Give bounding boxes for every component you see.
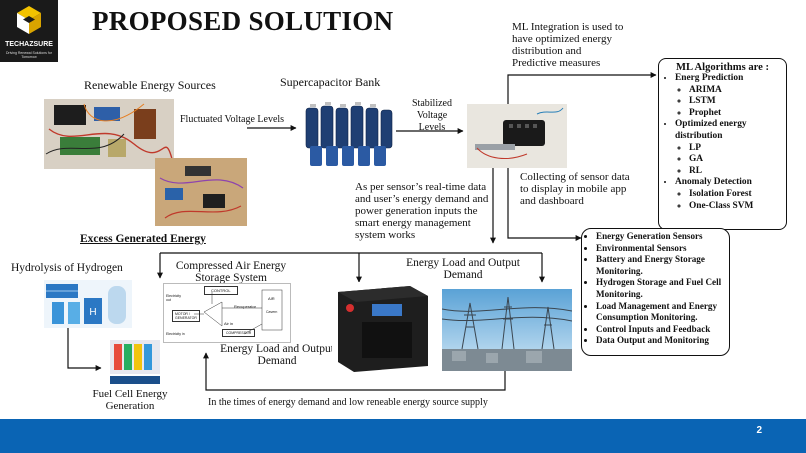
sensor-data-description: As per sensor’s real-time data and user’… xyxy=(355,181,489,241)
renewable-circuit-board-image xyxy=(44,99,174,169)
caes-label: Compressed Air Energy Storage System xyxy=(175,260,287,284)
caes-motor: MOTOR / GENERATOR xyxy=(172,310,200,322)
sensor-item: Hydrogen Storage and Fuel Cell Monitorin… xyxy=(596,277,729,300)
renewable-sources-label: Renewable Energy Sources xyxy=(84,78,216,92)
sensor-item: Battery and Energy Storage Monitoring. xyxy=(596,254,729,277)
hydrolysis-plant-image: H xyxy=(44,280,132,328)
logo-tagline: Driving Renewal Solutions for Tomorrow xyxy=(6,51,52,59)
caes-air: AIR xyxy=(268,296,275,301)
page-number: 2 xyxy=(756,425,762,436)
renewable-sensor-kit-image xyxy=(155,158,247,226)
ml-item: Prophet xyxy=(689,108,786,120)
caes-electricity-out: Electricity out xyxy=(166,294,181,302)
energy-load-label-right: Energy Load and Output Demand xyxy=(406,257,520,281)
sensor-item: Control Inputs and Feedback xyxy=(596,324,729,336)
fuel-cell-label: Fuel Cell Energy Generation xyxy=(92,388,168,412)
sensor-item: Environmental Sensors xyxy=(596,243,729,255)
caes-compressor: COMPRESSOR xyxy=(222,329,256,337)
ml-item: LP xyxy=(689,143,786,155)
logo: TECHAZSURE Driving Renewal Solutions for… xyxy=(0,0,58,62)
grid-substation-image xyxy=(442,289,572,371)
sensor-item: Energy Generation Sensors xyxy=(596,231,729,243)
sensors-box: Energy Generation Sensors Environmental … xyxy=(581,228,730,356)
footer-bar xyxy=(0,419,806,453)
collecting-sensor-data-text: Collecting of sensor data to display in … xyxy=(520,171,630,207)
caes-cavern: Cavern xyxy=(266,310,278,314)
ml-item: LSTM xyxy=(689,96,786,108)
logo-cube-icon xyxy=(17,6,41,34)
ml-group-prediction: Energ Prediction ARIMA LSTM Prophet xyxy=(675,73,786,119)
excess-energy-label: Excess Generated Energy xyxy=(80,233,206,245)
ml-algorithms-list: Energ Prediction ARIMA LSTM Prophet Opti… xyxy=(659,73,786,212)
stabilized-voltage-label: Stabilized Voltage Levels xyxy=(412,98,452,133)
ml-integration-text: ML Integration is used to have optimized… xyxy=(512,21,624,69)
ml-item: RL xyxy=(689,166,786,178)
bottom-note: In the times of energy demand and low re… xyxy=(208,397,488,408)
caes-electricity-in: Electricity in xyxy=(166,332,185,336)
caes-connectors xyxy=(194,289,283,335)
supercapacitor-bank-label: Supercapacitor Bank xyxy=(280,75,381,89)
caes-air-in: Air in xyxy=(224,321,234,326)
fuel-cell-image xyxy=(104,336,166,388)
sensors-list: Energy Generation Sensors Environmental … xyxy=(582,231,729,347)
svg-text:H: H xyxy=(89,307,96,318)
fluctuated-voltage-label: Fluctuated Voltage Levels xyxy=(180,114,285,125)
hydrolysis-label: Hydrolysis of Hydrogen xyxy=(11,262,123,274)
page-title: PROPOSED SOLUTION xyxy=(92,6,394,36)
ml-item: GA xyxy=(689,154,786,166)
sensor-module-image xyxy=(467,104,567,168)
ml-item: Isolation Forest xyxy=(689,189,786,201)
ml-algorithms-title: ML Algorithms are : xyxy=(675,62,770,73)
ml-algorithms-box: ML Algorithms are : Energ Prediction ARI… xyxy=(658,58,787,230)
ml-item: ARIMA xyxy=(689,85,786,97)
ml-group-anomaly: Anomaly Detection Isolation Forest One-C… xyxy=(675,177,786,212)
supercapacitor-bank-image xyxy=(300,98,396,170)
ml-item: One-Class SVM xyxy=(689,201,786,213)
energy-load-label-left: Energy Load and Output Demand xyxy=(220,343,334,367)
caes-recuperator: Recuperator xyxy=(234,304,257,309)
sensor-item: Load Management and Energy Consumption M… xyxy=(596,301,729,324)
battery-cabinet-image xyxy=(332,282,430,372)
caes-control: CONTROL xyxy=(204,286,238,295)
caes-diagram: CONTROL Recuperator MOTOR / GENERATOR Ai… xyxy=(163,283,291,343)
logo-name: TECHAZSURE xyxy=(5,41,53,48)
sensor-item: Data Output and Monitoring xyxy=(596,335,729,347)
ml-group-distribution: Optimized energy distribution LP GA RL xyxy=(675,119,786,177)
